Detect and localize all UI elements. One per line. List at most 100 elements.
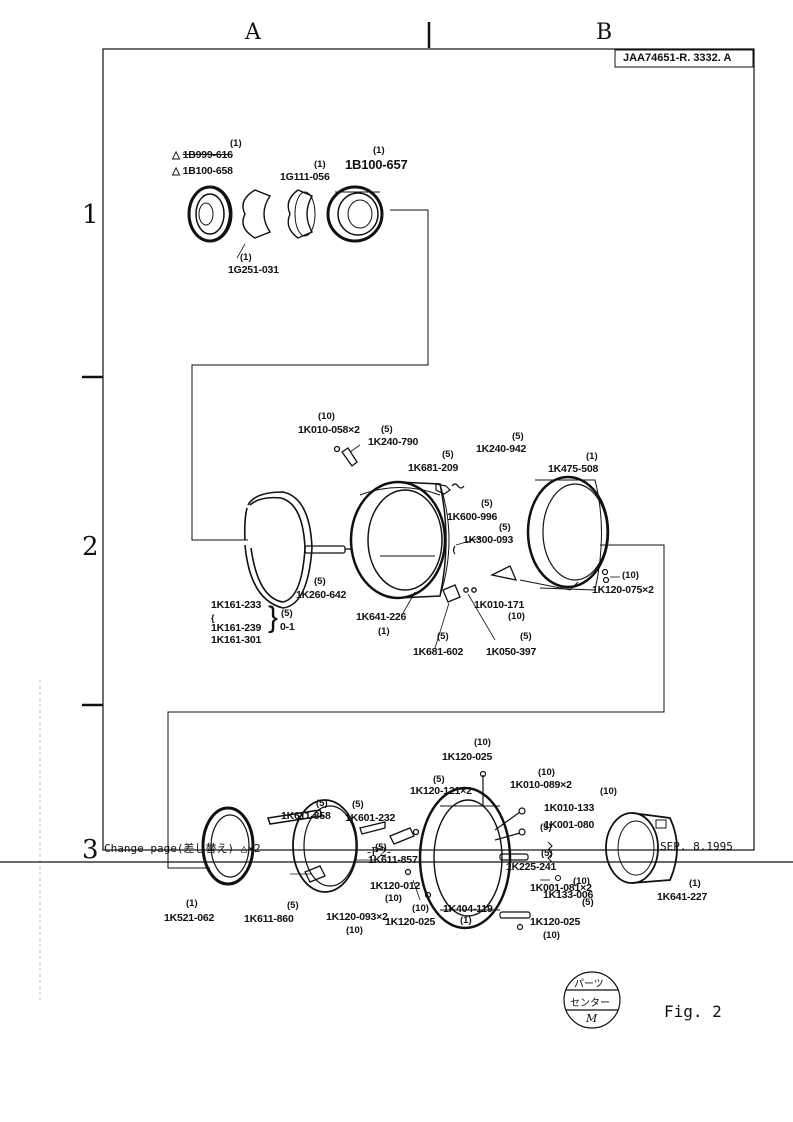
connector-2-3 [167,544,665,869]
part-1k600-996 [452,545,456,555]
qty-label: (1) [689,878,701,889]
qty-label: (5) [582,897,594,908]
doc-number-box [614,49,754,68]
qty-label: (1) [186,898,198,909]
barrel-1k641-226 [349,480,450,600]
part-number: 1K225-241 [506,861,557,873]
part-number: 1K001-081×2 [530,882,592,894]
spring-1k225-241 [547,841,562,882]
part-number: 1K600-996 [447,511,498,523]
qty-label: (10) [385,893,402,904]
qty-label: (1) [373,145,385,156]
qty-label: (10) [412,903,429,914]
brace-icon: } [268,601,278,634]
part-1k611-857 [389,827,420,845]
part-number: 1K521-062 [164,912,215,924]
part-number: 1K611-860 [244,913,294,925]
part-number: 1K641-227 [657,891,708,903]
lens-element-1b100-658 [187,185,233,243]
part-1k601-232 [359,821,386,835]
range-mark: { [211,613,215,623]
part-number: 1K161-301 [211,634,262,646]
change-mark: △ [172,165,180,177]
part-number: 1K010-058×2 [298,424,360,436]
part-number: 1K475-508 [548,463,599,475]
revision-date: SEP. 8.1995 [660,840,733,853]
lens-element-1g111-056 [287,189,316,239]
qty-label: (5) [281,608,293,619]
ring-1k521-062 [201,806,255,886]
part-number: 1B100-658 [182,165,233,177]
stamp-line: M [586,1012,598,1025]
lens-group-1b100-657 [326,185,384,243]
qty-label: (5) [314,576,326,587]
mount-1k404-119 [418,786,512,930]
part-number: 1B100-657 [345,157,408,172]
part-number: 1K010-089×2 [510,779,572,791]
qty-label: (10) [622,570,639,581]
part-number: 1K611-858 [281,810,331,822]
spring-1k681-209 [435,483,465,495]
part-number: 1K120-012 [370,880,421,892]
part-number: 1K260-642 [296,589,347,601]
lens-element-1g251-031 [242,189,272,239]
qty-label: (10) [508,611,525,622]
qty-label: (10) [474,737,491,748]
row-number-1: 1 [82,200,99,230]
row-number-3: 3 [82,835,99,865]
hood-1k641-227 [605,812,678,884]
qty-label: (1) [230,138,242,149]
doc-number: JAA74651-R. 3332. A [623,52,732,64]
qty-label: (5) [437,631,449,642]
change-page-note: Change page(差し替え) △×2 [104,842,261,855]
qty-label: (5) [540,822,552,833]
qty-label: (5) [381,424,393,435]
qty-label: (1) [460,915,472,926]
qty-label: (5) [375,842,387,853]
row-number-2: 2 [82,532,99,562]
part-number: 1K001-080 [544,819,595,831]
part-number: 1K611-857 [368,854,418,866]
part-number: 1K120-025 [385,916,436,928]
column-header-a: A [245,20,261,45]
part-number: 1K240-942 [476,443,527,455]
part-number: 1K120-093×2 [326,911,388,923]
page-number: -P2- [367,845,391,859]
change-mark: △ [172,149,180,161]
qty-label: (5) [287,900,299,911]
qty-label: (5) [316,798,328,809]
part-number: 1K404-119 [443,903,493,915]
qty-label: (1) [378,626,390,637]
column-header-b: B [596,20,613,45]
qty-label: (10) [600,786,617,797]
qty-label: (10) [346,925,363,936]
page-frame [102,48,755,851]
part-number: 1K120-025 [530,916,581,928]
qty-label: (1) [314,159,326,170]
part-number: 1K010-133 [544,802,595,814]
qty-label: (1) [586,451,598,462]
part-number: 1K133-006 [543,889,594,901]
plate-1k611-858 [267,799,358,893]
qty-label: (5) [433,774,445,785]
part-number: 1K120-121×2 [410,785,472,797]
part-label-deleted: △ 1B999-616 [172,150,233,161]
part-number: 1K161-239 [211,622,262,634]
part-label: △ 1B100-658 [172,166,233,177]
qty-label: (5) [481,498,493,509]
qty-label: (5) [512,431,524,442]
part-number: 1G251-031 [228,264,279,276]
part-number: 1K050-397 [486,646,537,658]
connector-1-2 [191,209,429,541]
qty-label: (10) [318,411,335,422]
plate-1k681-602 [442,584,477,603]
stamp-line: センター [570,998,610,1009]
part-number: 1K240-790 [368,436,419,448]
part-number: 1K161-233 [211,599,262,611]
part-number: 1K601-232 [345,812,396,824]
part-number: 1K120-075×2 [592,584,654,596]
qty-range: 0-1 [280,621,295,633]
part-number: 1K681-209 [408,462,459,474]
qty-label: (10) [543,930,560,941]
